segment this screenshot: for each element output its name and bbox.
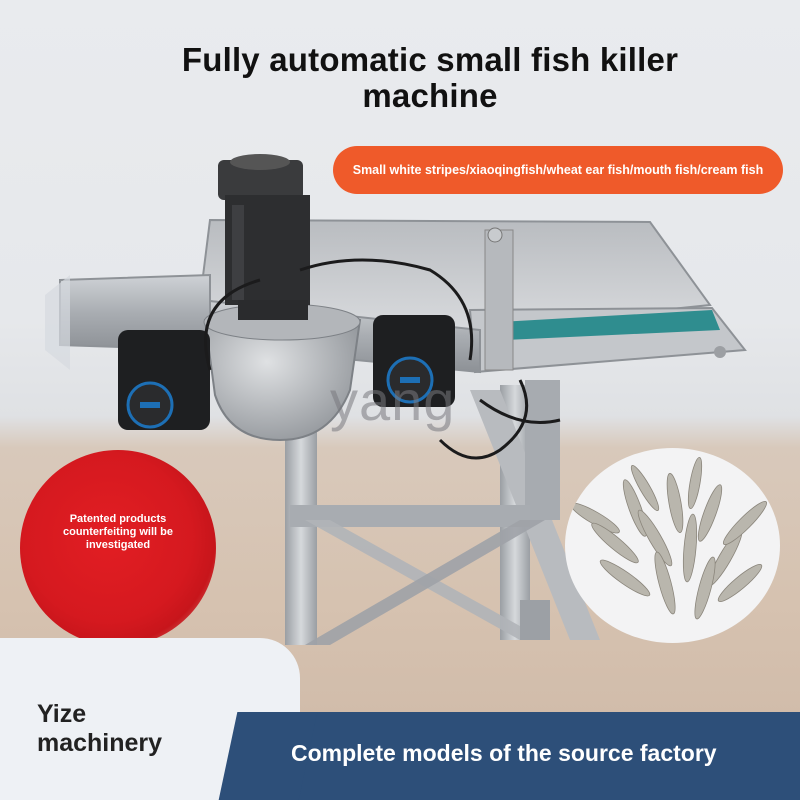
top-motor: [218, 154, 310, 320]
left-motor: [118, 330, 210, 430]
footer-text: Complete models of the source factory: [291, 740, 717, 766]
fish-pile-image: [570, 456, 768, 620]
brand-line-1: Yize: [37, 700, 87, 728]
brand-name: Yize machinery: [37, 700, 162, 758]
headline: Fully automatic small fish killer machin…: [0, 42, 800, 114]
patent-badge: Patented products counterfeiting will be…: [20, 450, 216, 646]
headline-line-1: Fully automatic small fish killer: [181, 41, 679, 78]
footer-bar: [268, 712, 800, 800]
right-motor: [373, 315, 455, 407]
brand-line-2: machinery: [37, 729, 163, 757]
patent-badge-text: Patented products counterfeiting will be…: [62, 513, 173, 551]
machine-legs: [285, 380, 600, 645]
conveyor-tray: [45, 218, 747, 374]
fish-types-pill: Small white stripes/xiaoqingfish/wheat e…: [333, 146, 783, 194]
watermark: yang: [330, 369, 456, 432]
cables: [204, 258, 561, 460]
fish-photo: [565, 448, 780, 643]
headline-line-2: machine: [362, 77, 498, 114]
